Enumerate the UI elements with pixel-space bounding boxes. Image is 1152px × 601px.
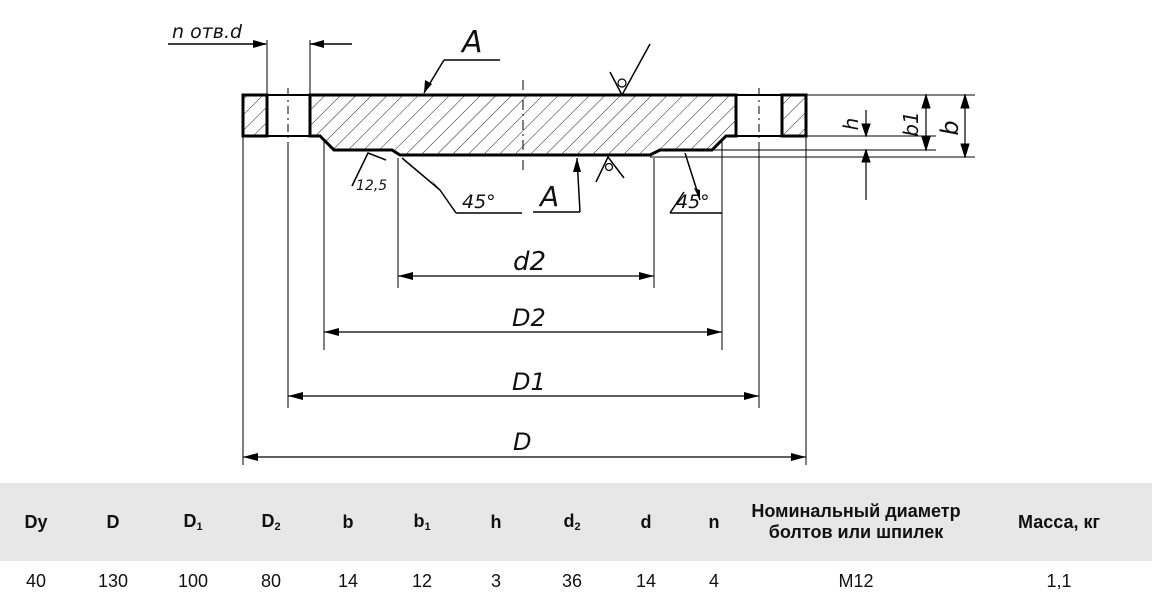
dimension-D1: D1 <box>288 368 759 400</box>
col-bolt-diameter: Номинальный диаметр болтов или шпилек <box>746 483 966 561</box>
weld-mark-bottom <box>595 155 625 183</box>
section-a-bottom: A <box>533 157 581 213</box>
cell-D: 130 <box>97 570 129 591</box>
cell-mass: 1,1 <box>1046 570 1072 591</box>
col-D2: D2 <box>232 483 310 561</box>
cell-d: 14 <box>635 570 657 591</box>
section-a-top-label: A <box>460 25 483 60</box>
cell-b: 14 <box>337 570 359 591</box>
dimension-d2: d2 <box>398 247 654 280</box>
dim-D-label: D <box>513 428 531 456</box>
col-d: d <box>610 483 682 561</box>
dim-D1-label: D1 <box>512 368 546 396</box>
dimension-D: D <box>243 428 806 461</box>
section-a-bottom-label: A <box>538 180 559 213</box>
cell-bolt-diameter: М12 <box>838 570 874 591</box>
angle-left-label: 45° <box>462 191 496 213</box>
cell-b1: 12 <box>411 570 433 591</box>
dim-b1-label: b1 <box>899 111 923 136</box>
col-b1: b1 <box>386 483 458 561</box>
col-D1: D1 <box>154 483 232 561</box>
dim-h-label: h <box>839 118 863 131</box>
dim-d2-label: d2 <box>513 247 546 277</box>
cell-dy: 40 <box>25 570 47 591</box>
table-header-row: Dy D D1 D2 b b1 h d2 d n Номинальный диа… <box>0 483 1152 561</box>
right-rim-section <box>780 93 808 138</box>
left-rim-section <box>241 93 269 138</box>
cell-n: 4 <box>708 570 719 591</box>
cell-h: 3 <box>490 570 501 591</box>
col-d2: d2 <box>534 483 610 561</box>
col-D: D <box>72 483 154 561</box>
angle-callout-right: 45° <box>669 152 722 214</box>
weld-mark-top <box>609 43 651 97</box>
angle-right-label: 45° <box>676 191 710 213</box>
angle-callout-left: 45° <box>401 157 522 214</box>
dim-D2-label: D2 <box>512 304 546 332</box>
flange-drawing: n отв.d A 12,5 45° <box>168 21 975 465</box>
roughness-label: 12,5 <box>356 178 387 194</box>
col-mass: Масса, кг <box>966 483 1152 561</box>
cell-d2: 36 <box>561 570 583 591</box>
flange-body <box>241 80 808 170</box>
col-b: b <box>310 483 386 561</box>
cell-D2: 80 <box>260 570 282 591</box>
cell-D1: 100 <box>177 570 209 591</box>
dim-b-label: b <box>936 120 964 135</box>
flange-specs-table: Dy D D1 D2 b b1 h d2 d n Номинальный диа… <box>0 483 1152 601</box>
hole-callout: n отв.d <box>168 21 352 95</box>
table-row: 40 130 100 80 14 12 3 36 14 4 М12 1,1 <box>0 561 1152 601</box>
extension-lines <box>242 136 807 465</box>
hole-callout-label: n отв.d <box>172 21 243 43</box>
dimension-D2: D2 <box>324 304 722 336</box>
col-n: n <box>682 483 746 561</box>
section-a-top: A <box>423 25 500 94</box>
col-h: h <box>458 483 534 561</box>
roughness-mark: 12,5 <box>351 152 387 194</box>
side-dimensions <box>650 93 975 200</box>
col-dy: Dy <box>0 483 72 561</box>
